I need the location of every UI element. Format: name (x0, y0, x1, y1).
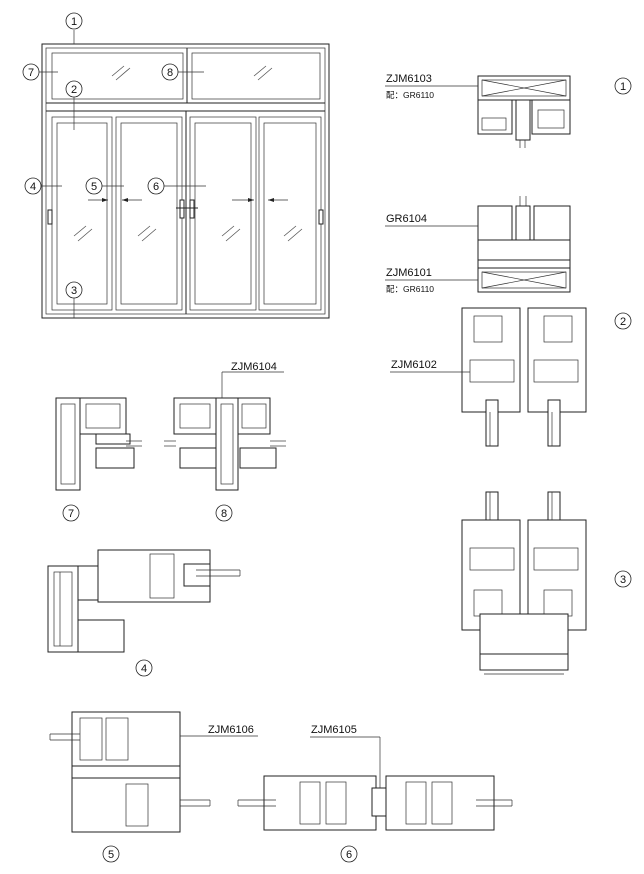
section-2-profile (461, 196, 587, 447)
marker-2-elevation: 2 (65, 80, 83, 98)
section-8-profile (164, 397, 286, 491)
window-elevation (36, 30, 330, 319)
svg-text:6: 6 (153, 181, 159, 193)
marker-6-section: 6 (340, 845, 358, 863)
section-6-profile (237, 775, 513, 831)
svg-text:7: 7 (68, 508, 74, 520)
svg-text:4: 4 (30, 181, 36, 193)
svg-text:5: 5 (108, 849, 114, 861)
marker-1-section: 1 (614, 77, 632, 95)
label-zjm6106: ZJM6106 (208, 724, 254, 736)
section-4-profile (47, 549, 241, 653)
marker-7-section: 7 (62, 504, 80, 522)
svg-text:7: 7 (28, 67, 34, 79)
label-zjm6103-sub: 配：GR6110 (386, 90, 434, 100)
label-zjm6101: ZJM6101 (386, 267, 432, 279)
marker-4-section: 4 (135, 659, 153, 677)
svg-text:6: 6 (346, 849, 352, 861)
svg-text:3: 3 (71, 285, 77, 297)
svg-text:8: 8 (221, 508, 227, 520)
marker-3-section: 3 (614, 570, 632, 588)
marker-5-elevation: 5 (85, 177, 103, 195)
marker-3-elevation: 3 (65, 281, 83, 299)
label-zjm6104: ZJM6104 (231, 361, 277, 373)
label-gr6104: GR6104 (386, 213, 427, 225)
marker-8-section: 8 (215, 504, 233, 522)
marker-6-elevation: 6 (147, 177, 165, 195)
marker-2-section: 2 (614, 312, 632, 330)
svg-text:4: 4 (141, 663, 147, 675)
section-5-profile (49, 711, 211, 833)
section-3-profile (461, 491, 587, 675)
marker-7-elevation: 7 (22, 63, 40, 81)
svg-text:8: 8 (167, 67, 173, 79)
svg-text:5: 5 (91, 181, 97, 193)
label-zjm6101-sub: 配：GR6110 (386, 284, 434, 294)
section-7-profile (55, 397, 142, 491)
marker-4-elevation: 4 (24, 177, 42, 195)
svg-text:3: 3 (620, 574, 626, 586)
svg-text:2: 2 (620, 316, 626, 328)
svg-text:1: 1 (620, 81, 626, 93)
svg-text:1: 1 (71, 16, 77, 28)
label-zjm6105: ZJM6105 (311, 724, 357, 736)
svg-text:2: 2 (71, 84, 77, 96)
label-zjm6103: ZJM6103 (386, 73, 432, 85)
label-zjm6102: ZJM6102 (391, 359, 437, 371)
marker-8-elevation: 8 (161, 63, 179, 81)
marker-5-section: 5 (102, 845, 120, 863)
section-1-profile (477, 75, 571, 148)
marker-1-elevation: 1 (65, 12, 83, 30)
